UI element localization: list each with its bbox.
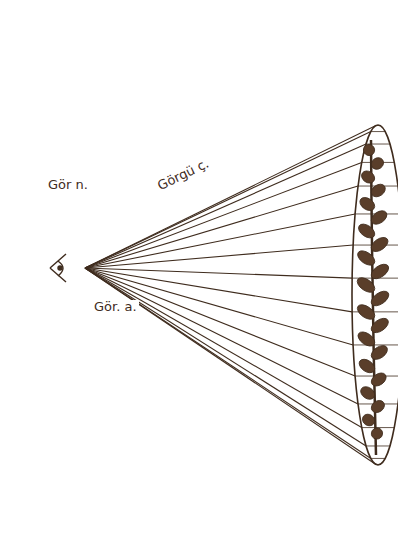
plant-leaf [356, 221, 377, 240]
sight-ray [85, 268, 366, 446]
plant-leaf [369, 343, 390, 362]
plane-tick [366, 445, 390, 446]
plant-leaf [357, 357, 377, 376]
sight-ray [85, 144, 366, 268]
sight-ray [85, 186, 358, 268]
eye-symbol [50, 254, 66, 282]
plant-leaf [369, 235, 391, 255]
picture-plane [352, 125, 398, 465]
sight-ray [85, 126, 376, 268]
sight-ray [85, 268, 358, 404]
plant-leaf [369, 288, 392, 308]
viewer-label: Gör n. [46, 178, 90, 192]
plant-leaf [360, 412, 377, 428]
plant-leaf [369, 208, 389, 227]
plant-leaf [357, 195, 377, 213]
plant-leaf [369, 315, 391, 335]
plant-leaf [355, 275, 378, 295]
plant-figure [355, 140, 392, 455]
plant-leaf [369, 261, 392, 281]
plant-leaf [355, 302, 378, 322]
sight-ray [85, 132, 371, 268]
plant-leaf [369, 155, 386, 171]
sight-ray [85, 162, 362, 268]
plant-leaf [359, 168, 377, 185]
plant-leaf [361, 142, 377, 158]
plant-leaf [356, 329, 378, 349]
sight-ray [85, 245, 353, 268]
cone-label: Görgü ç. [154, 156, 213, 195]
plant-leaf [369, 182, 388, 200]
plant-leaf [369, 426, 385, 442]
plant-leaf [369, 398, 387, 415]
angle-label: Gör. a. [92, 300, 139, 314]
plane-tick [353, 344, 398, 345]
sight-ray [85, 268, 362, 428]
plane-tick [371, 131, 385, 132]
plant-leaf [369, 370, 389, 388]
sight-ray [85, 268, 353, 345]
plant-leaf [355, 248, 377, 268]
sight-ray [85, 268, 376, 464]
sight-ray [85, 268, 352, 278]
plant-leaf [358, 384, 377, 402]
sight-ray [85, 214, 355, 268]
plane-tick [371, 458, 385, 459]
sight-rays [85, 126, 398, 465]
